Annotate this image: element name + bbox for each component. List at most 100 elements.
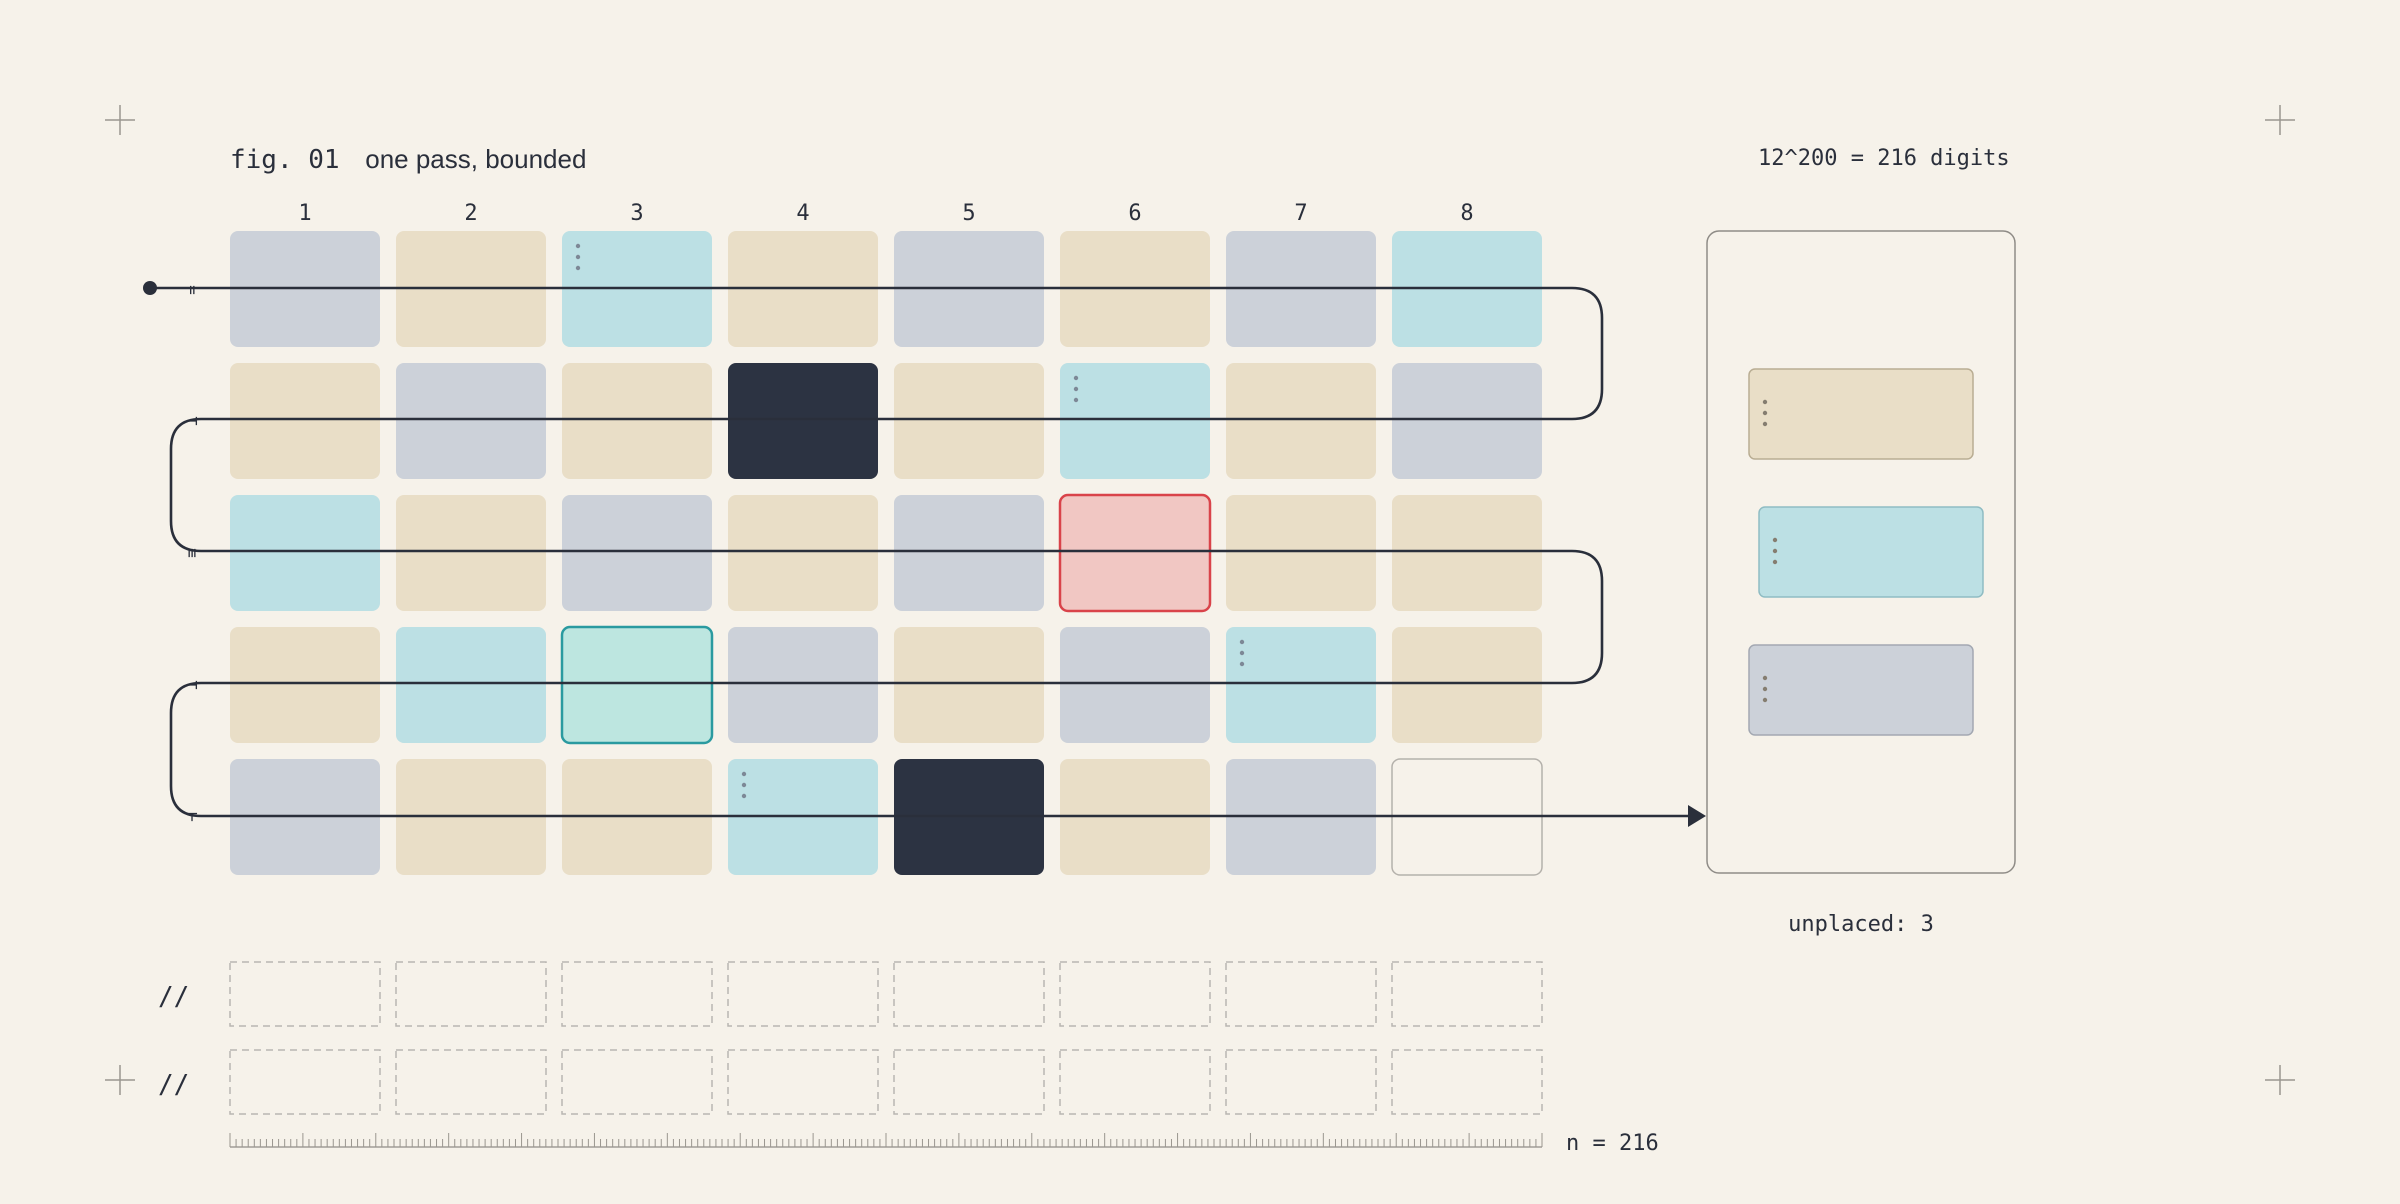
column-header: 6 bbox=[1128, 201, 1141, 226]
tile-grip-dot bbox=[1772, 537, 1778, 543]
tile-grip-dot bbox=[1762, 675, 1768, 681]
grid-cell-beige bbox=[230, 627, 380, 743]
dot bbox=[1073, 375, 1079, 381]
serpentine-path-line bbox=[150, 286, 1688, 818]
grid-cell-beige bbox=[396, 495, 546, 611]
dot bbox=[1239, 661, 1245, 667]
ruler bbox=[229, 1133, 1543, 1148]
cell-grid bbox=[230, 231, 1543, 876]
overflow-slot bbox=[1391, 1049, 1543, 1115]
overflow-slot bbox=[893, 961, 1045, 1027]
overflow-slot bbox=[1225, 1049, 1377, 1115]
grid-cell-beige bbox=[562, 363, 712, 479]
tile-grip-dot bbox=[1762, 686, 1768, 692]
figure-number: fig. 01 bbox=[230, 145, 340, 175]
grid-cell-beige bbox=[1392, 627, 1542, 743]
path-start-dot bbox=[143, 281, 157, 295]
grid-cell-gray bbox=[894, 495, 1044, 611]
dot bbox=[1073, 386, 1079, 392]
grid-cell-teal bbox=[560, 625, 714, 745]
unplaced-tile-beige[interactable] bbox=[1748, 368, 1974, 460]
grid-cell-beige bbox=[728, 495, 878, 611]
unplaced-tile-gray[interactable] bbox=[1748, 644, 1974, 736]
overflow-slot bbox=[1391, 961, 1543, 1027]
row-marker: ⊤ bbox=[183, 680, 202, 690]
column-header: 3 bbox=[630, 201, 643, 226]
row-markers: =⊤≡⊤⊢ bbox=[183, 285, 202, 822]
grid-cell-red bbox=[1058, 493, 1212, 613]
cell-dots-marker bbox=[741, 771, 747, 799]
column-header: 4 bbox=[796, 201, 809, 226]
dot bbox=[741, 771, 747, 777]
path-arrowhead bbox=[1688, 805, 1706, 827]
cell-dots-marker bbox=[1073, 375, 1079, 403]
dot bbox=[1239, 639, 1245, 645]
dot bbox=[1239, 650, 1245, 656]
overflow-slot bbox=[561, 1049, 713, 1115]
grid-cell-beige bbox=[1392, 495, 1542, 611]
grid-cell-cyan bbox=[230, 495, 380, 611]
dot bbox=[1073, 397, 1079, 403]
grid-cell-gray bbox=[396, 363, 546, 479]
grid-cell-gray bbox=[1060, 627, 1210, 743]
cell-dots-marker bbox=[1239, 639, 1245, 667]
overflow-marker: // bbox=[158, 1070, 189, 1100]
dot bbox=[741, 782, 747, 788]
overflow-slot bbox=[727, 961, 879, 1027]
tile-grip-dot bbox=[1772, 548, 1778, 554]
grid-cell-gray bbox=[562, 495, 712, 611]
column-header: 2 bbox=[464, 201, 477, 226]
grid-cell-gray bbox=[1392, 363, 1542, 479]
row-marker: ⊢ bbox=[183, 812, 202, 822]
overflow-marker: // bbox=[158, 982, 189, 1012]
grid-cell-dark bbox=[728, 363, 878, 479]
tile-grip-dot bbox=[1772, 559, 1778, 565]
corner-crosshairs bbox=[105, 105, 2295, 1095]
overflow-slot bbox=[395, 1049, 547, 1115]
overflow-slot bbox=[229, 1049, 381, 1115]
column-header: 8 bbox=[1460, 201, 1473, 226]
tile-grip-dot bbox=[1762, 410, 1768, 416]
grid-cell-cyan bbox=[1226, 627, 1376, 743]
dot bbox=[575, 254, 581, 260]
row-marker: ≡ bbox=[183, 548, 202, 558]
overflow-slot bbox=[561, 961, 713, 1027]
grid-cell-beige bbox=[1226, 495, 1376, 611]
overflow-slot bbox=[229, 961, 381, 1027]
tile-grip-dot bbox=[1762, 421, 1768, 427]
overflow-slot bbox=[1225, 961, 1377, 1027]
tile-grip-dot bbox=[1762, 399, 1768, 405]
unplaced-label: unplaced: 3 bbox=[1788, 912, 1934, 937]
overflow-slot bbox=[1059, 1049, 1211, 1115]
column-header: 7 bbox=[1294, 201, 1307, 226]
grid-cell-beige bbox=[230, 363, 380, 479]
tile-grip-dot bbox=[1762, 697, 1768, 703]
overflow-slot bbox=[395, 961, 547, 1027]
unplaced-tray bbox=[1706, 230, 2016, 874]
column-headers: 1 2 3 4 5 6 7 8 bbox=[298, 201, 1473, 226]
overflow-slot bbox=[727, 1049, 879, 1115]
digits-note: 12^200 = 216 digits bbox=[1758, 146, 2010, 171]
dot bbox=[741, 793, 747, 799]
grid-cell-beige bbox=[894, 363, 1044, 479]
overflow-slot bbox=[893, 1049, 1045, 1115]
dot bbox=[575, 265, 581, 271]
grid-cell-beige bbox=[894, 627, 1044, 743]
row-marker: ⊤ bbox=[183, 416, 202, 426]
grid-cell-cyan bbox=[1060, 363, 1210, 479]
grid-cell-beige bbox=[1226, 363, 1376, 479]
grid-cell-cyan bbox=[396, 627, 546, 743]
traversal-path bbox=[143, 281, 1706, 827]
overflow-slot bbox=[1059, 961, 1211, 1027]
grid-cell-gray bbox=[728, 627, 878, 743]
dot bbox=[575, 243, 581, 249]
ruler-label: n = 216 bbox=[1566, 1131, 1659, 1156]
tray-frame bbox=[1706, 230, 2016, 874]
figure-title: fig. 01 one pass, bounded bbox=[230, 144, 586, 175]
column-header: 5 bbox=[962, 201, 975, 226]
unplaced-tile-cyan[interactable] bbox=[1758, 506, 1984, 598]
column-header: 1 bbox=[298, 201, 311, 226]
figure-caption: one pass, bounded bbox=[365, 144, 586, 174]
